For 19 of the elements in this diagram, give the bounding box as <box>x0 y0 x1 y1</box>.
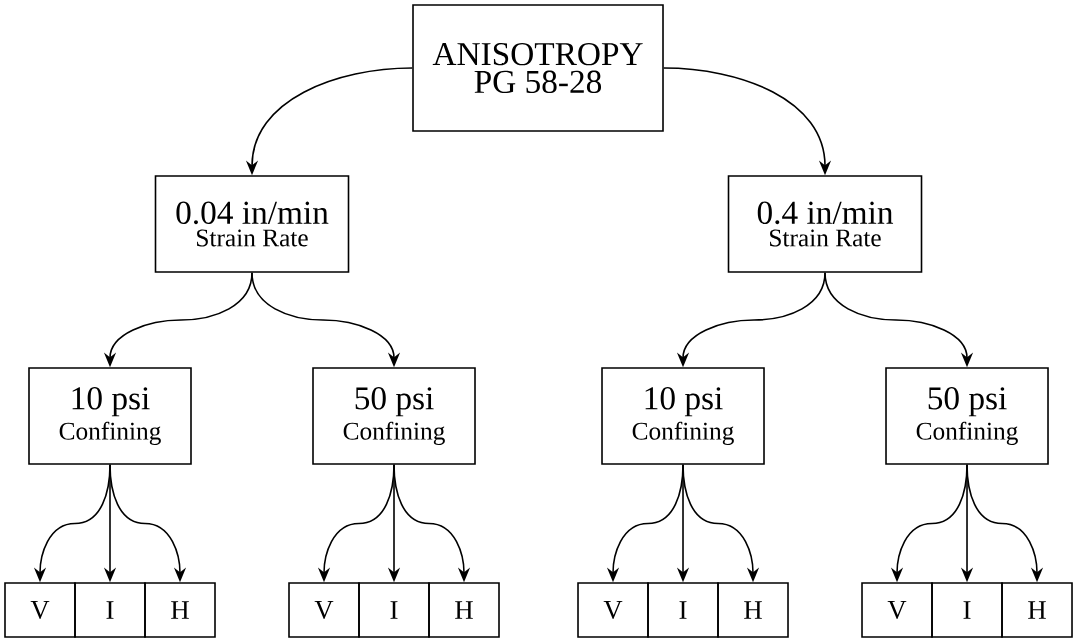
orientation-box: I <box>358 582 430 638</box>
orientation-box: V <box>4 582 76 638</box>
orientation-box: I <box>931 582 1003 638</box>
condition-box: 0.04 in/min Strain Rate <box>154 175 350 273</box>
orientation-box: V <box>861 582 933 638</box>
condition-box: 50 psi Confining <box>885 367 1049 465</box>
orientation-box: H <box>144 582 216 638</box>
orientation-box: I <box>647 582 719 638</box>
condition-box: 0.4 in/min Strain Rate <box>727 175 923 273</box>
orientation-box: H <box>1001 582 1073 638</box>
condition-box: 10 psi Confining <box>28 367 192 465</box>
orientation-box: V <box>577 582 649 638</box>
orientation-box: V <box>288 582 360 638</box>
condition-box: 50 psi Confining <box>312 367 476 465</box>
condition-box: 10 psi Confining <box>601 367 765 465</box>
orientation-box: H <box>428 582 500 638</box>
title-box: ANISOTROPY PG 58-28 <box>412 4 664 132</box>
orientation-box: H <box>717 582 789 638</box>
orientation-box: I <box>74 582 146 638</box>
